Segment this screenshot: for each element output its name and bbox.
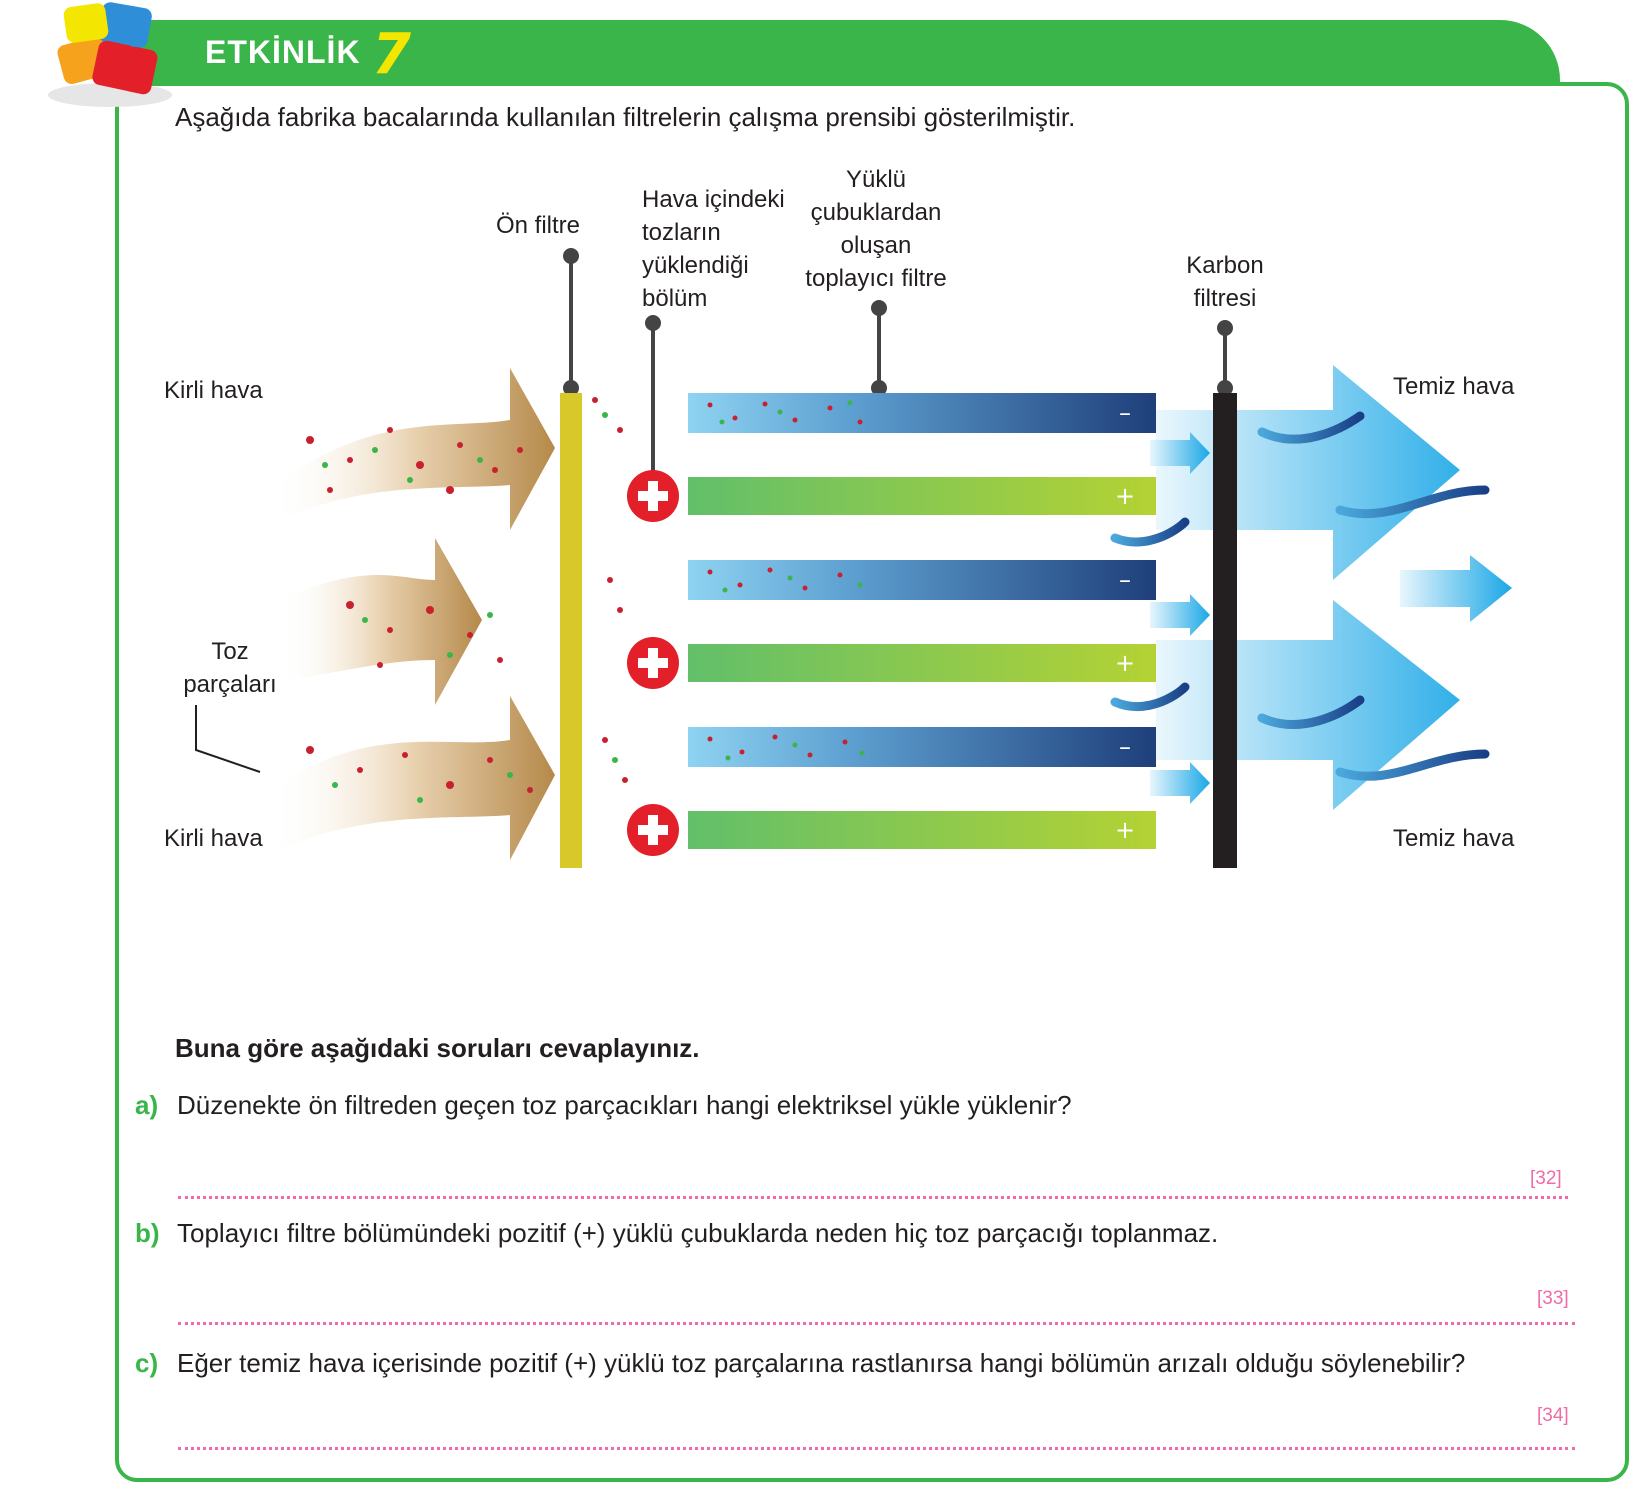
label-dust-1: Toz <box>211 638 248 665</box>
question-a: a) Düzenekte ön filtreden geçen toz parça… <box>135 1090 1072 1121</box>
reference-number: [33] <box>1537 1288 1569 1309</box>
label-charging-1: Hava içindeki <box>642 186 785 213</box>
label-on-filtre: Ön filtre <box>496 212 580 239</box>
answer-line-b[interactable] <box>178 1322 1575 1325</box>
charging-plus-icon <box>627 637 679 689</box>
label-charging-2: tozların <box>642 219 721 246</box>
question-text: Eğer temiz hava içerisinde pozitif (+) y… <box>177 1348 1466 1378</box>
charging-plus-icon <box>627 804 679 856</box>
pre-filter <box>560 393 582 868</box>
question-b: b) Toplayıcı filtre bölümündeki pozitif (… <box>135 1218 1218 1249</box>
label-dust-2: parçaları <box>183 671 276 698</box>
label-charging-3: yüklendiği <box>642 252 749 279</box>
label-collector-3: oluşan <box>841 232 912 259</box>
questions-heading: Buna göre aşağıdaki soruları cevaplayını… <box>175 1033 700 1063</box>
air-swirls <box>1110 411 1490 781</box>
dirty-air-arrows <box>270 368 555 860</box>
positive-rods <box>688 477 1156 849</box>
question-letter: c) <box>135 1348 159 1378</box>
filter-diagram: Ön filtre Hava içindeki tozların yüklend… <box>164 166 1515 868</box>
label-charging-4: bölüm <box>642 285 707 312</box>
charging-plus-icon <box>627 470 679 522</box>
puzzle-logo-icon <box>48 2 172 107</box>
question-text: Toplayıcı filtre bölümündeki pozitif (+)… <box>177 1218 1219 1248</box>
plus-sign: + <box>1115 649 1135 677</box>
label-collector-2: çubuklardan <box>811 199 942 226</box>
question-c: c) Eğer temiz hava içerisinde pozitif (+)… <box>135 1348 1465 1379</box>
label-collector-4: toplayıcı filtre <box>805 265 946 292</box>
plus-sign: + <box>1115 816 1135 844</box>
intro-text: Aşağıda fabrika bacalarında kullanılan f… <box>175 102 1076 132</box>
answer-line-a[interactable] <box>178 1196 1568 1199</box>
label-collector-1: Yüklü <box>846 166 906 193</box>
label-clean-air-top: Temiz hava <box>1393 373 1515 400</box>
label-dirty-air-bottom: Kirli hava <box>164 825 263 852</box>
activity-banner <box>130 20 1560 86</box>
label-clean-air-bottom: Temiz hava <box>1393 825 1515 852</box>
minus-sign: – <box>1119 566 1131 594</box>
activity-title: ETKİNLİK <box>205 34 361 70</box>
activity-number: 7 <box>372 22 411 87</box>
negative-rods <box>688 393 1156 767</box>
plus-sign: + <box>1115 482 1135 510</box>
label-carbon-2: filtresi <box>1194 285 1257 312</box>
label-dirty-air-top: Kirli hava <box>164 377 263 404</box>
question-letter: b) <box>135 1218 160 1248</box>
answer-line-c[interactable] <box>178 1447 1575 1450</box>
reference-number: [34] <box>1537 1405 1569 1426</box>
label-carbon-1: Karbon <box>1186 252 1263 279</box>
question-letter: a) <box>135 1090 159 1120</box>
carbon-filter <box>1213 393 1237 868</box>
dust-particles <box>306 397 628 803</box>
reference-number: [32] <box>1530 1168 1562 1189</box>
question-text: Düzenekte ön filtreden geçen toz parçacı… <box>177 1090 1072 1120</box>
minus-sign: – <box>1119 733 1131 761</box>
minus-sign: – <box>1119 399 1131 427</box>
